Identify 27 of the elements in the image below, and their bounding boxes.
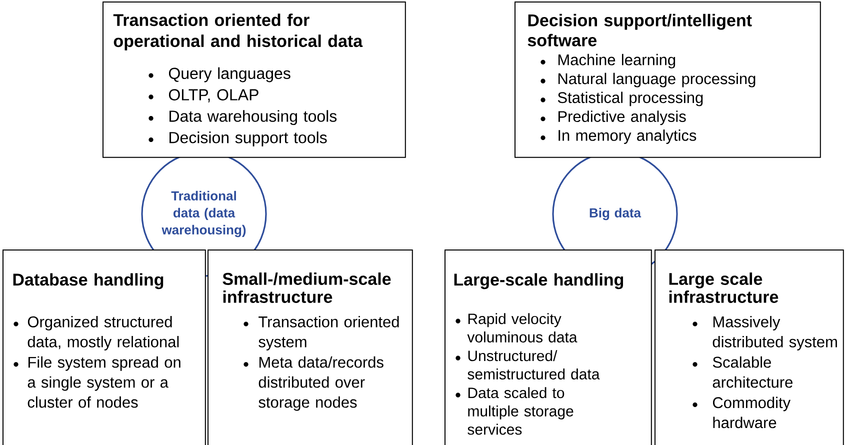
- bullet-text: File system spread on a single system or a cluster of nodes: [28, 356, 180, 408]
- bullet-text: Statistical processing: [558, 92, 703, 106]
- bullet-text: Query languages: [168, 67, 290, 82]
- bullet-text: Commodity hardware: [713, 396, 791, 428]
- text-box: [444, 250, 652, 445]
- bullet-text: Unstructured/ semistructured data: [468, 350, 600, 380]
- heading: Transaction oriented for operational and historical data: [113, 14, 363, 50]
- bullet-text: Transaction oriented system: [258, 316, 399, 350]
- text-box: [2, 250, 206, 445]
- text-box: [102, 2, 406, 158]
- bullet-text: Massively distributed system: [712, 316, 837, 350]
- bullet-text: Predictive analysis: [558, 110, 686, 126]
- bullet-text: Natural language processing: [558, 72, 756, 88]
- text-box: [514, 2, 821, 158]
- bullet-text: Organized structured data, mostly relational: [28, 316, 179, 350]
- heading: Decision support/intelligent software: [528, 14, 752, 46]
- bullet-text: Data scaled to multiple storage services: [468, 387, 574, 435]
- bullet-text: Data warehousing tools: [170, 110, 337, 126]
- bullet-text: OLTP, OLAP: [168, 89, 258, 102]
- bullet-text: Scalable architecture: [712, 356, 792, 388]
- bullet-text: Machine learning: [558, 54, 676, 68]
- bullet-text: Rapid velocity voluminous data: [467, 313, 578, 342]
- bullet-text: In memory analytics: [558, 130, 696, 144]
- bullet-text: Meta data/records distributed over storage nodes: [258, 356, 384, 411]
- bullet-text: Decision support tools: [170, 132, 327, 146]
- text-box: [208, 250, 413, 445]
- text-box: [654, 250, 844, 445]
